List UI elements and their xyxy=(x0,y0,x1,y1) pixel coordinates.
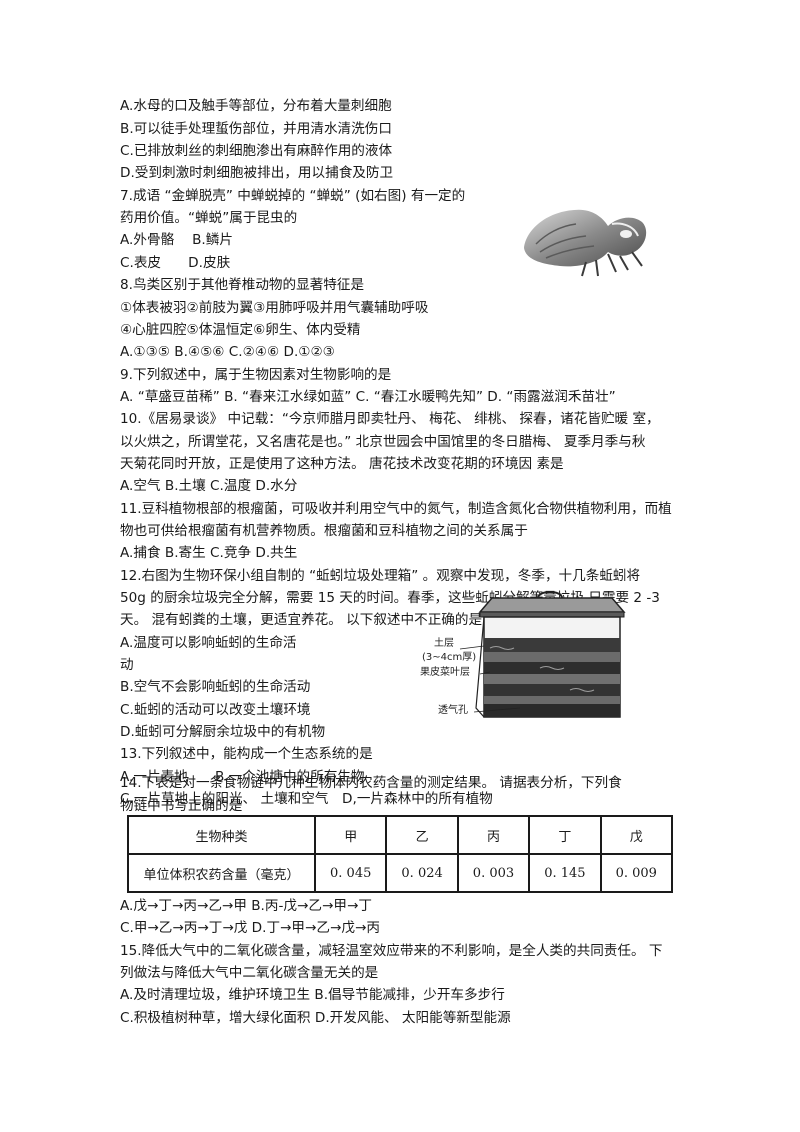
q11-stem-2: 物也可供给根瘤菌有机营养物质。根瘤菌和豆科植物之间的关系属于 xyxy=(120,523,528,539)
q15-options-ab: A.及时清理垃圾，维护环境卫生 B.倡导节能减排，少开车多步行 xyxy=(120,987,505,1003)
q10-stem-1: 10.《居易录谈》 中记载：“今京师腊月即卖牡丹、 梅花、 绯桃、 探春，诸花皆… xyxy=(120,411,660,427)
table-cell: 0. 009 xyxy=(599,853,674,893)
q8-options: A.①③⑤ B.④⑤⑥ C.②④⑥ D.①②③ xyxy=(120,344,335,360)
q7-stem: 7.成语 “金蝉脱壳” 中蝉蜕掉的 “蝉蜕” (如右图) 有一定的 xyxy=(120,188,466,204)
q10-stem-2: 以火烘之，所谓堂花，又名唐花是也。” 北京世园会中国馆里的冬日腊梅、 夏季月季与… xyxy=(120,434,646,450)
q6-option-b: B.可以徒手处理蜇伤部位，并用清水清洗伤口 xyxy=(120,121,392,137)
table-row: 单位体积农药含量（毫克） 0. 045 0. 024 0. 003 0. 145… xyxy=(127,853,674,893)
q12-stem-1: 12.右图为生物环保小组自制的 “蚯蚓垃圾处理箱” 。观察中发现，冬季，十几条蚯… xyxy=(120,568,641,584)
table-header-cell: 丁 xyxy=(528,815,602,855)
q11-stem-1: 11.豆科植物根部的根瘤菌，可吸收并利用空气中的氮气，制造含氮化合物供植物利用，… xyxy=(120,501,672,517)
q15-stem-1: 15.降低大气中的二氧化碳含量，减轻温室效应带来的不利影响，是全人类的共同责任。… xyxy=(120,943,663,959)
q12-option-a-cont: 动 xyxy=(120,657,134,673)
cicada-shell-image xyxy=(524,209,647,277)
table-cell: 0. 003 xyxy=(456,853,531,893)
label-peel-leaf-layer: 果皮菜叶层 xyxy=(420,667,470,678)
table-cell: 0. 045 xyxy=(313,853,388,893)
q8-features-2: ④心脏四腔⑤体温恒定⑥卵生、体内受精 xyxy=(120,322,361,338)
earthworm-box-figure: 土层 (3~4cm厚) 果皮菜叶层 透气孔 xyxy=(420,588,632,730)
q6-option-a: A.水母的口及触手等部位，分布着大量刺细胞 xyxy=(120,98,392,114)
table-header-cell: 戊 xyxy=(599,815,674,855)
q7-stem-cont: 药用价值。“蝉蜕”属于昆虫的 xyxy=(120,210,298,226)
label-soil-layer: 土层 xyxy=(434,638,454,649)
q10-options: A.空气 B.土壤 C.温度 D.水分 xyxy=(120,478,298,494)
q14-options-cd: C.甲→乙→丙→丁→戊 D.丁→甲→乙→戊→丙 xyxy=(120,920,380,936)
q12-option-b: B.空气不会影响蚯蚓的生命活动 xyxy=(120,679,311,695)
q14-stem-line: 14.下表是对一条食物链中几种生物体内农药含量的测定结果。 请据表分析，下列食 xyxy=(120,775,622,791)
label-layer-thickness: (3~4cm厚) xyxy=(422,652,477,663)
q7-options-cd: C.表皮 D.皮肤 xyxy=(120,255,231,271)
q11-options: A.捕食 B.寄生 C.竞争 D.共生 xyxy=(120,545,298,561)
table-header-cell: 丙 xyxy=(456,815,531,855)
q13-options-cd: C.一片草地上的阳光、 土壤和空气 D,一片森林中的所有植物 xyxy=(120,791,493,807)
q12-stem-3: 天。 混有蚓粪的土壤，更适宜养花。 以下叙述中不正确的是 xyxy=(120,612,483,628)
q6-option-c: C.已排放刺丝的刺细胞渗出有麻醉作用的液体 xyxy=(120,143,393,159)
compost-box-drawing xyxy=(459,591,626,718)
q13-options-ab: A.一片麦地 B.一个池塘中的所有生物 xyxy=(120,769,365,785)
table-header-cell: 生物种类 xyxy=(127,815,316,855)
label-air-vent: 透气孔 xyxy=(438,705,468,716)
q12-option-c: C.蚯蚓的活动可以改变土壤环境 xyxy=(120,702,311,718)
q12-option-d: D.蚯蚓可分解厨余垃圾中的有机物 xyxy=(120,724,326,740)
q13-stem: 13.下列叙述中，能构成一个生态系统的是 xyxy=(120,746,373,762)
table-row: 生物种类 甲 乙 丙 丁 戊 xyxy=(127,815,674,855)
q15-options-cd: C.积极植树种草，增大绿化面积 D.开发风能、 太阳能等新型能源 xyxy=(120,1010,511,1026)
q14-options-ab: A.戊→丁→丙→乙→甲 B.丙-戊→乙→甲→丁 xyxy=(120,898,372,914)
q15-stem-2: 列做法与降低大气中二氧化碳含量无关的是 xyxy=(120,965,379,981)
q12-option-a: A.温度可以影响蚯蚓的生命活 xyxy=(120,635,297,651)
q9-stem: 9.下列叙述中，属于生物因素对生物影响的是 xyxy=(120,367,392,383)
table-cell: 0. 024 xyxy=(385,853,459,893)
table-header-cell: 甲 xyxy=(313,815,388,855)
q6-option-d: D.受到刺激时刺细胞被排出，用以捕食及防卫 xyxy=(120,165,394,181)
table-header-cell: 乙 xyxy=(385,815,459,855)
table-cell: 0. 145 xyxy=(528,853,602,893)
pesticide-table: 生物种类 甲 乙 丙 丁 戊 单位体积农药含量（毫克） 0. 045 0. 02… xyxy=(127,815,674,893)
q8-stem: 8.鸟类区别于其他脊椎动物的显著特征是 xyxy=(120,277,365,293)
q14-stem-cont: 物链中书写正确的是 xyxy=(120,798,243,814)
q9-options: A. “草盛豆苗稀” B. “春来江水绿如蓝” C. “春江水暖鸭先知” D. … xyxy=(120,389,616,405)
q10-stem-3: 天菊花同时开放，正是使用了这种方法。 唐花技术改变花期的环境因 素是 xyxy=(120,456,564,472)
q7-options-ab: A.外骨骼 B.鳞片 xyxy=(120,232,233,248)
q8-features-1: ①体表被羽②前肢为翼③用肺呼吸并用气囊辅助呼吸 xyxy=(120,300,429,316)
table-cell: 单位体积农药含量（毫克） xyxy=(127,853,316,893)
